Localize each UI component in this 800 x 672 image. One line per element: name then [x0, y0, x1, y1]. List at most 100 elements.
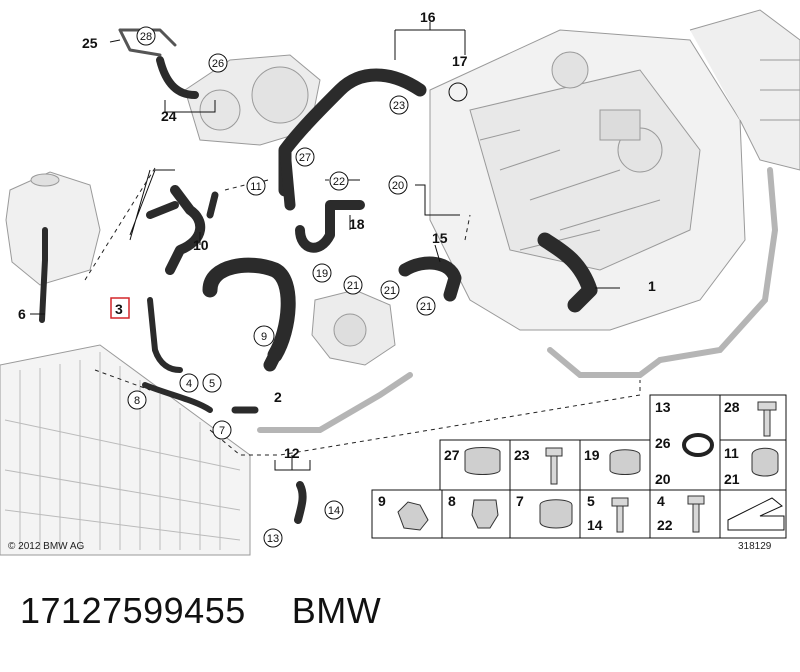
label-11: 11 — [724, 445, 739, 461]
bolt-23-thumb — [545, 447, 563, 485]
label-26: 26 — [655, 435, 671, 451]
label-7: 7 — [219, 425, 225, 437]
clamp-11-thumb — [751, 447, 779, 477]
circled-labels — [127, 26, 468, 548]
label-21: 21 — [724, 471, 740, 487]
label-4: 4 — [186, 378, 192, 390]
circle-28 — [136, 26, 156, 46]
callout-18: 18 — [349, 216, 365, 232]
label-13: 13 — [267, 533, 279, 545]
circle-4 — [179, 373, 199, 393]
direction-arrow-icon — [727, 497, 785, 531]
turbocharger — [184, 54, 321, 146]
cell-23 — [509, 439, 581, 491]
o-ring-17 — [448, 82, 468, 102]
clamp-19-thumb — [609, 449, 641, 475]
circle-9 — [253, 325, 275, 347]
callout-15: 15 — [432, 230, 448, 246]
label-23: 23 — [514, 447, 530, 463]
label-14: 14 — [587, 517, 603, 533]
label-9: 9 — [261, 331, 267, 343]
label-22: 22 — [657, 517, 673, 533]
label-26: 26 — [212, 58, 224, 70]
circle-19 — [312, 263, 332, 283]
label-21: 21 — [420, 301, 432, 313]
label-5: 5 — [209, 378, 215, 390]
circle-13 — [263, 528, 283, 548]
label-20: 20 — [392, 180, 404, 192]
circle-7 — [212, 420, 232, 440]
coolant-hoses — [39, 28, 598, 524]
callout-24: 24 — [161, 108, 177, 124]
callout-17: 17 — [452, 53, 468, 69]
label-20: 20 — [655, 471, 671, 487]
label-28: 28 — [724, 399, 740, 415]
bolt-5-thumb — [611, 497, 629, 533]
part-number-line: 17127599455 BMW — [20, 590, 381, 632]
expansion-tank — [5, 171, 101, 286]
label-11: 11 — [250, 181, 261, 193]
label-14: 14 — [328, 505, 340, 517]
circle-26 — [208, 53, 228, 73]
label-4: 4 — [657, 493, 665, 509]
o-ring-thumb — [682, 433, 714, 457]
callout-16: 16 — [420, 9, 436, 25]
circle-5 — [202, 373, 222, 393]
bolt-4-thumb — [687, 495, 705, 533]
diagram-id: 318129 — [738, 541, 772, 552]
label-23: 23 — [393, 100, 405, 112]
part-thumbnails — [397, 401, 785, 533]
engine-block — [429, 9, 800, 331]
label-7: 7 — [516, 493, 524, 509]
brand-name: BMW — [291, 590, 382, 631]
label-5: 5 — [587, 493, 595, 509]
dashed-guides — [84, 167, 641, 456]
callout-3: 3 — [115, 301, 123, 317]
circle-8 — [127, 390, 147, 410]
radiator — [0, 344, 251, 556]
circle-27 — [295, 147, 315, 167]
label-8: 8 — [134, 395, 140, 407]
label-8: 8 — [448, 493, 456, 509]
circle-23 — [389, 95, 409, 115]
circled-label-text: 4 5 7 8 9 11 13 14 19 20 21 21 21 22 23 … — [134, 31, 432, 545]
part-number: 17127599455 — [20, 590, 246, 631]
copyright: © 2012 BMW AG — [8, 541, 85, 552]
circle-11 — [246, 176, 266, 196]
circle-14 — [324, 500, 344, 520]
label-22: 22 — [333, 176, 345, 188]
callout-2: 2 — [274, 389, 282, 405]
callout-12: 12 — [284, 445, 300, 461]
clip-9-thumb — [397, 501, 429, 531]
label-28: 28 — [140, 31, 152, 43]
parts-diagram: 1 2 3 6 10 12 15 16 17 18 24 25 4 — [0, 9, 800, 556]
parts-grid-labels: 13 26 20 28 11 21 27 23 19 9 8 7 5 14 4 … — [378, 399, 740, 533]
bolt-28-thumb — [757, 401, 777, 437]
callout-labels: 1 2 3 6 10 12 15 16 17 18 24 25 — [18, 9, 656, 461]
clamp-7-thumb — [539, 499, 573, 529]
label-21: 21 — [347, 280, 359, 292]
clip-8-thumb — [471, 499, 499, 529]
label-9: 9 — [378, 493, 386, 509]
callout-6: 6 — [18, 306, 26, 322]
water-pump — [311, 289, 396, 366]
circle-20 — [388, 175, 408, 195]
label-19: 19 — [584, 447, 600, 463]
label-13: 13 — [655, 399, 671, 415]
cell-4-22 — [649, 489, 721, 539]
circle-21c — [416, 296, 436, 316]
label-19: 19 — [316, 268, 328, 280]
clamp-27-thumb — [464, 447, 501, 475]
highlight-box — [110, 297, 130, 319]
parts-grid — [371, 394, 787, 539]
label-27: 27 — [299, 152, 311, 164]
coolant-pipes — [257, 167, 779, 433]
callout-25: 25 — [82, 35, 98, 51]
circle-22 — [329, 171, 349, 191]
callout-10: 10 — [193, 237, 209, 253]
callout-1: 1 — [648, 278, 656, 294]
label-27: 27 — [444, 447, 460, 463]
circle-21b — [380, 280, 400, 300]
label-21: 21 — [384, 285, 396, 297]
circle-21a — [343, 275, 363, 295]
